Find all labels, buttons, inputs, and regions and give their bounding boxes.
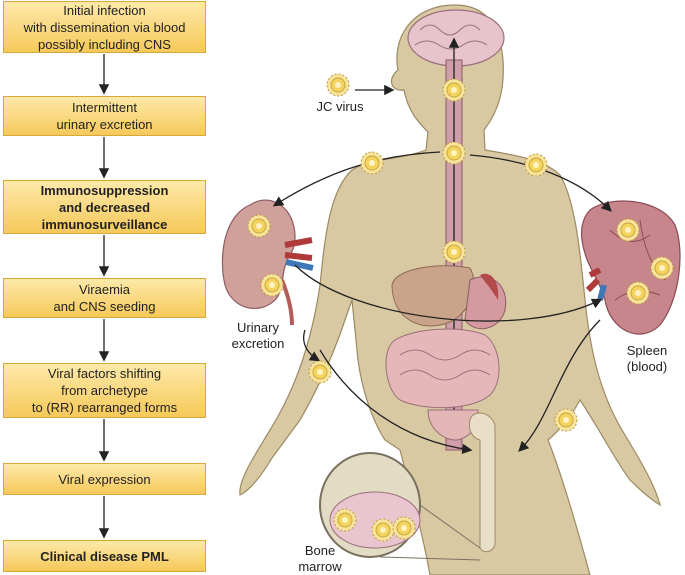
flow-step-6: Viral expression	[3, 463, 206, 495]
flow-step-2: Intermittent urinary excretion	[3, 96, 206, 136]
spleen	[580, 200, 681, 335]
abdominal-organs	[385, 265, 507, 441]
flow-step-7: Clinical disease PML	[3, 540, 206, 572]
flow-step-4: Viraemia and CNS seeding	[3, 278, 206, 318]
flow-step-1: Initial infection with dissemination via…	[3, 1, 206, 53]
transport-arrows	[272, 84, 612, 455]
jc-virus-label: JC virus	[316, 99, 364, 114]
spleen-label: Spleen (blood)	[626, 343, 668, 374]
bone-marrow-label: Bone marrow	[298, 543, 342, 574]
thigh-bone	[469, 412, 496, 553]
brain	[407, 9, 505, 67]
flow-step-3: Immunosuppression and decreased immunosu…	[3, 180, 206, 234]
flow-step-5: Viral factors shifting from archetype to…	[3, 363, 206, 418]
urinary-excretion-label: Urinary excretion	[231, 320, 285, 351]
